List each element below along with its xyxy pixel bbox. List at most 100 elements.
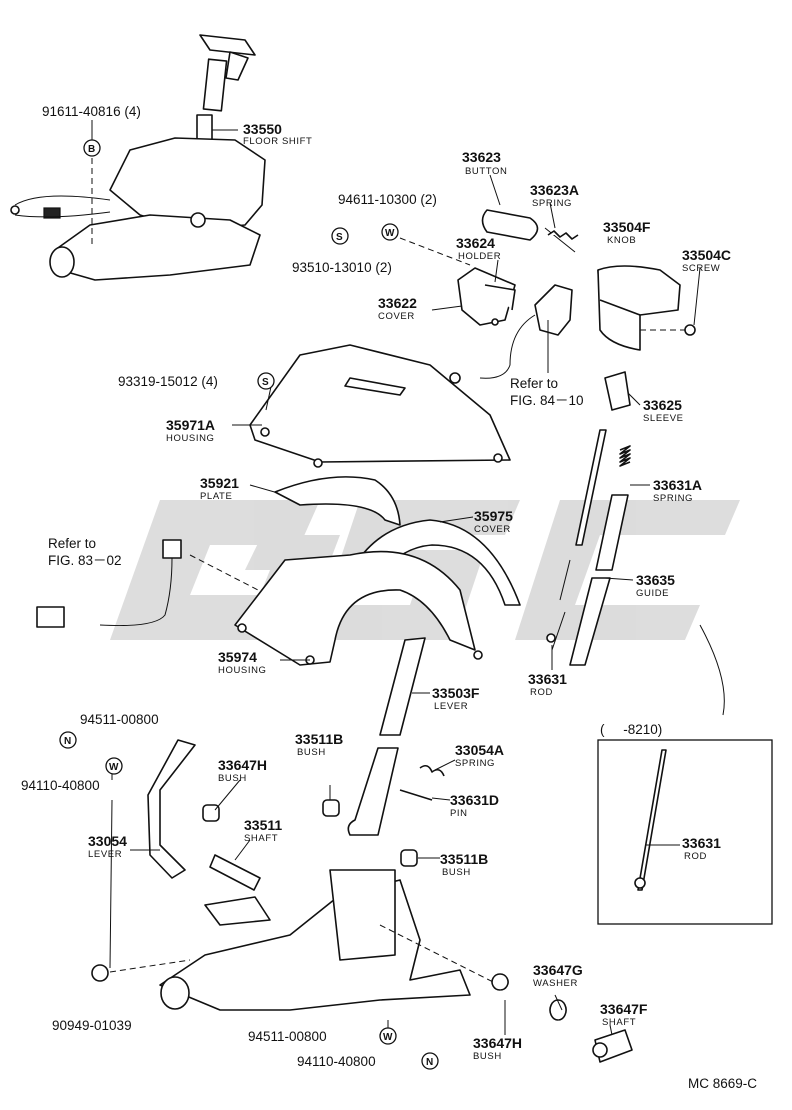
svg-text:ROD: ROD [684, 851, 707, 862]
svg-text:33511: 33511 [244, 817, 282, 833]
svg-text:33550: 33550 [243, 121, 282, 137]
svg-text:33054A: 33054A [455, 742, 504, 758]
svg-text:SCREW: SCREW [682, 263, 720, 274]
svg-text:GUIDE: GUIDE [636, 588, 669, 599]
screw-symbol-s-2: S [257, 372, 275, 390]
svg-text:33631D: 33631D [450, 792, 499, 808]
svg-text:HOLDER: HOLDER [458, 251, 501, 262]
svg-text:SPRING: SPRING [653, 493, 693, 504]
refer-note-84-10-line2: FIG. 84－10 [510, 393, 584, 408]
svg-text:33635: 33635 [636, 572, 675, 588]
svg-text:SPRING: SPRING [455, 758, 495, 769]
svg-text:HOUSING: HOUSING [166, 433, 215, 444]
washer-symbol-w-2: W [105, 757, 123, 775]
svg-text:33631: 33631 [682, 835, 721, 851]
svg-text:FLOOR SHIFT: FLOOR SHIFT [243, 136, 312, 147]
fastener-labels: 91611-40816 (4) 94611-10300 (2) 93510-13… [21, 104, 437, 1069]
svg-text:35971A: 35971A [166, 417, 215, 433]
svg-text:33631: 33631 [528, 671, 567, 687]
cover [354, 519, 521, 606]
svg-text:S: S [336, 232, 343, 243]
refer-note-84-10-line1: Refer to [510, 376, 558, 391]
nut-symbol-n-2: N [421, 1052, 439, 1070]
svg-text:35921: 35921 [200, 475, 239, 491]
svg-text:33625: 33625 [643, 397, 682, 413]
fastener-93319-15012: 93319-15012 (4) [118, 374, 218, 389]
screw-symbol-s-1: S [331, 227, 349, 245]
svg-text:33624: 33624 [456, 235, 495, 251]
svg-text:33054: 33054 [88, 833, 127, 849]
nut-symbol-n-1: N [59, 731, 77, 749]
svg-text:N: N [64, 736, 71, 747]
fastener-90949-01039: 90949-01039 [52, 1018, 132, 1033]
fastener-94511-00800-b: 94511-00800 [248, 1029, 327, 1044]
svg-text:BUSH: BUSH [297, 747, 326, 758]
fastener-93510-13010: 93510-13010 (2) [292, 260, 392, 275]
inset-range-note: ( -8210) [600, 722, 662, 737]
svg-text:33647H: 33647H [473, 1035, 522, 1051]
housing-upper [249, 344, 511, 468]
fastener-symbols: B W S S N W W N [59, 139, 439, 1070]
svg-text:35975: 35975 [474, 508, 513, 524]
fastener-94110-40800-b: 94110-40800 [297, 1054, 376, 1069]
svg-text:BUSH: BUSH [442, 867, 471, 878]
plate [274, 476, 401, 526]
svg-text:SHAFT: SHAFT [602, 1017, 636, 1028]
svg-text:SLEEVE: SLEEVE [643, 413, 684, 424]
svg-text:KNOB: KNOB [607, 235, 636, 246]
svg-text:W: W [385, 228, 395, 239]
svg-text:33623A: 33623A [530, 182, 579, 198]
lever-33503f [322, 637, 445, 867]
svg-text:33622: 33622 [378, 295, 417, 311]
fastener-94511-00800-a: 94511-00800 [80, 712, 159, 727]
svg-text:HOUSING: HOUSING [218, 665, 267, 676]
base-assembly [91, 869, 633, 1063]
floor-shift-assembly [10, 34, 266, 281]
svg-text:33504C: 33504C [682, 247, 731, 263]
knob [597, 265, 696, 411]
svg-text:S: S [262, 377, 269, 388]
housing-lower [234, 550, 483, 666]
svg-text:BUSH: BUSH [473, 1051, 502, 1062]
bolt-symbol-b: B [83, 139, 101, 157]
svg-text:33647G: 33647G [533, 962, 583, 978]
svg-text:33623: 33623 [462, 149, 501, 165]
svg-text:35974: 35974 [218, 649, 257, 665]
svg-text:SPRING: SPRING [532, 198, 572, 209]
svg-text:33511B: 33511B [295, 731, 343, 747]
svg-text:W: W [109, 762, 119, 773]
lever-33054 [147, 739, 261, 891]
washer-symbol-w-1: W [381, 223, 399, 241]
svg-text:ROD: ROD [530, 687, 553, 698]
svg-text:PLATE: PLATE [200, 491, 232, 502]
diagram-code: MC 8669-C [688, 1076, 757, 1091]
washer-symbol-w-3: W [379, 1027, 397, 1045]
svg-text:LEVER: LEVER [434, 701, 468, 712]
svg-text:BUTTON: BUTTON [465, 166, 507, 177]
leader-lines [91, 120, 701, 1036]
svg-text:B: B [88, 144, 95, 155]
svg-text:PIN: PIN [450, 808, 468, 819]
